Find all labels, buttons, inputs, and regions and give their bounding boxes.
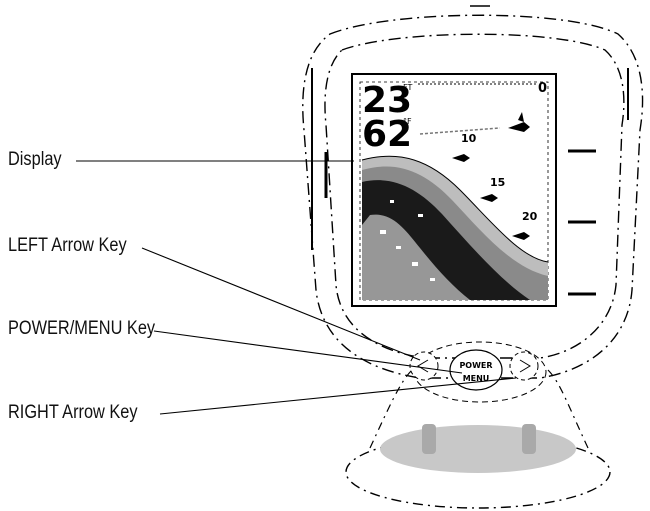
lcd-readouts: 23 FT 62 °F 0 30 10 15 20 xyxy=(362,80,548,304)
sonar-bottom-contour xyxy=(361,155,549,300)
unit-housing xyxy=(302,5,644,379)
fish-depth-label: 15 xyxy=(490,176,505,189)
leader-lines xyxy=(76,160,517,415)
temp-readout: 62 xyxy=(362,114,412,155)
bezel-ticks xyxy=(568,149,596,296)
depth-readout: 23 xyxy=(362,80,412,121)
menu-key-label: MENU xyxy=(463,374,490,383)
leader-line-power-menu-key xyxy=(153,330,463,374)
right-arrow-key[interactable] xyxy=(509,351,539,381)
power-key-label: POWER xyxy=(459,361,492,370)
depth-unit: FT xyxy=(403,83,412,92)
callout-label-power-menu-key: POWER/MENU Key xyxy=(8,318,156,339)
stand-base xyxy=(345,369,611,509)
fish-depth-label: 10 xyxy=(461,132,477,145)
fish-depth-label: 20 xyxy=(522,210,538,223)
callout-label-right-arrow-key: RIGHT Arrow Key xyxy=(8,402,138,423)
callout-label-left-arrow-key: LEFT Arrow Key xyxy=(8,235,127,256)
leader-line-right-arrow-key xyxy=(159,377,517,415)
fish-icon xyxy=(452,112,530,240)
scale-top-label: 0 xyxy=(538,81,547,96)
temp-unit: °F xyxy=(403,117,412,126)
callout-label-display: Display xyxy=(8,149,62,170)
power-menu-key[interactable]: POWER MENU xyxy=(449,349,503,391)
leader-line-left-arrow-key xyxy=(141,247,421,361)
